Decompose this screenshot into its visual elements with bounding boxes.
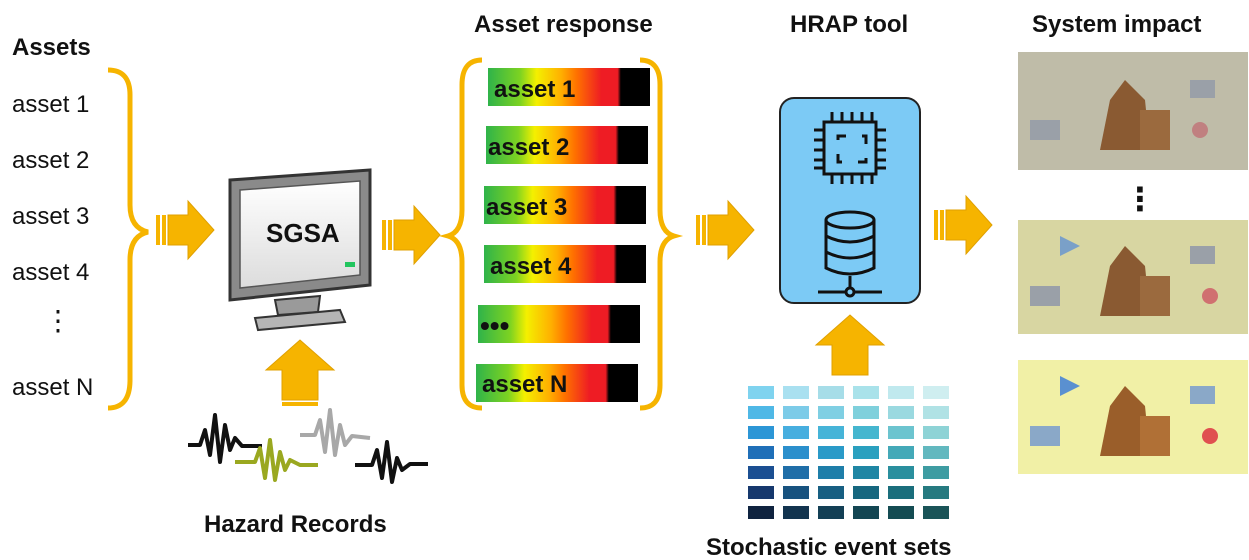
response-bar — [484, 245, 646, 283]
response-bar-label: asset 4 — [490, 253, 572, 280]
stochastic-cell — [888, 506, 914, 519]
stochastic-cell — [888, 426, 914, 439]
stochastic-cell — [923, 426, 949, 439]
arrow-to-hrap-icon — [695, 200, 755, 260]
processor-chip-icon — [814, 112, 886, 184]
stochastic-event-sets-label: Stochastic event sets — [706, 534, 951, 560]
stochastic-cell — [783, 446, 809, 459]
stochastic-cell — [923, 506, 949, 519]
stochastic-cell — [818, 386, 844, 399]
stochastic-cell — [853, 386, 879, 399]
arrow-to-impact-icon — [933, 195, 993, 255]
stochastic-cell — [853, 486, 879, 499]
stochastic-cell — [888, 386, 914, 399]
stochastic-cell — [818, 486, 844, 499]
stochastic-cell — [783, 406, 809, 419]
response-bar — [478, 305, 640, 343]
arrow-up-hazard-icon — [264, 339, 336, 406]
stochastic-cell — [748, 506, 774, 519]
stochastic-cell — [853, 506, 879, 519]
stochastic-cell — [923, 386, 949, 399]
response-bar-label: asset 1 — [494, 76, 575, 103]
response-left-brace — [438, 57, 483, 411]
response-bar-label: asset N — [482, 371, 567, 398]
hazard-records-label: Hazard Records — [204, 511, 387, 538]
stochastic-cell — [888, 446, 914, 459]
hrap-tool-box — [779, 97, 921, 304]
stochastic-cell — [853, 446, 879, 459]
asset-item: asset N — [12, 374, 93, 401]
stochastic-cell — [748, 426, 774, 439]
stochastic-cell — [748, 406, 774, 419]
assets-list: asset 1 asset 2 asset 3 asset 4 ⋮ asset … — [12, 91, 93, 401]
assets-heading: Assets — [12, 34, 91, 61]
stochastic-cell — [923, 406, 949, 419]
stochastic-cell — [888, 466, 914, 479]
asset-item: asset 2 — [12, 147, 89, 174]
asset-item: asset 1 — [12, 91, 89, 118]
response-bar — [476, 364, 638, 402]
impact-ellipsis: ⋮ — [1124, 181, 1156, 217]
arrow-to-response-icon — [381, 205, 441, 265]
stochastic-cell — [853, 406, 879, 419]
system-impact-heading: System impact — [1032, 11, 1201, 38]
stochastic-cell — [888, 406, 914, 419]
stochastic-cell — [748, 486, 774, 499]
response-bar — [484, 186, 646, 224]
stochastic-cell — [888, 486, 914, 499]
asset-item: asset 3 — [12, 203, 89, 230]
stochastic-cell — [853, 426, 879, 439]
system-impact-panel-2 — [1018, 220, 1248, 334]
asset-response-heading: Asset response — [474, 11, 653, 38]
response-bar-label: asset 2 — [488, 134, 569, 161]
stochastic-cell — [818, 506, 844, 519]
arrow-to-sgsa-icon — [155, 200, 215, 260]
response-bar-label: ••• — [480, 310, 509, 341]
stochastic-cell — [818, 426, 844, 439]
stochastic-cell — [853, 466, 879, 479]
stochastic-cell — [923, 446, 949, 459]
stochastic-event-grid — [748, 386, 949, 519]
stochastic-cell — [783, 506, 809, 519]
stochastic-cell — [818, 446, 844, 459]
hrap-tool-heading: HRAP tool — [790, 11, 908, 38]
stochastic-cell — [783, 486, 809, 499]
system-impact-panel-1 — [1018, 52, 1248, 170]
stochastic-cell — [923, 486, 949, 499]
asset-item: asset 4 — [12, 259, 89, 286]
asset-ellipsis: ⋮ — [44, 305, 72, 336]
response-bars: asset 1 asset 2 asset 3 asset 4 ••• asse… — [476, 68, 650, 402]
hazard-waveforms-icon — [188, 408, 428, 484]
database-icon — [818, 210, 882, 298]
arrow-up-stochastic-icon — [814, 314, 886, 376]
stochastic-cell — [783, 426, 809, 439]
system-impact-panel-3 — [1018, 360, 1248, 474]
stochastic-cell — [783, 386, 809, 399]
assets-brace — [107, 67, 149, 411]
stochastic-cell — [783, 466, 809, 479]
response-right-brace — [639, 57, 684, 411]
stochastic-cell — [748, 446, 774, 459]
stochastic-cell — [748, 386, 774, 399]
stochastic-cell — [923, 466, 949, 479]
stochastic-cell — [818, 466, 844, 479]
monitor-icon — [228, 168, 372, 332]
response-bar — [486, 126, 648, 164]
stochastic-cell — [748, 466, 774, 479]
sgsa-label: SGSA — [266, 218, 340, 248]
stochastic-cell — [818, 406, 844, 419]
response-bar — [488, 68, 650, 106]
response-bar-label: asset 3 — [486, 194, 567, 221]
